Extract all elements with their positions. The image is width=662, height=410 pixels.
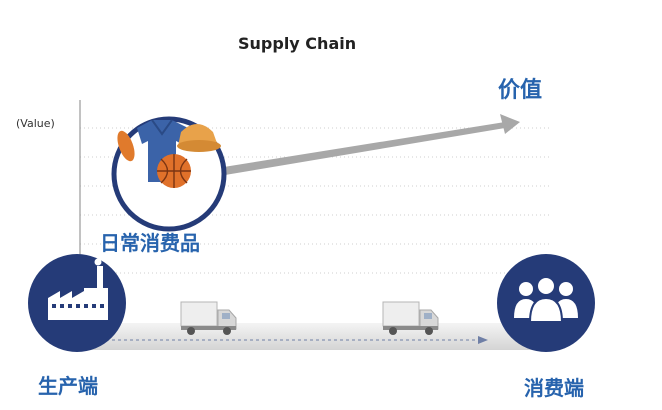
consumer-goods-label: 日常消费品 — [100, 231, 200, 255]
factory-icon — [48, 254, 108, 320]
value-label: 价值 — [498, 78, 543, 103]
factory-circle — [28, 254, 126, 352]
consumer-goods-icon — [117, 119, 221, 188]
people-icon — [514, 276, 578, 323]
road-arrowhead — [478, 336, 488, 344]
consumer-goods-circle — [111, 116, 227, 232]
y-axis-label: (Value) — [16, 117, 55, 130]
road-band — [80, 323, 550, 350]
consumer-circle — [497, 254, 595, 352]
diagram-title: Supply Chain — [238, 34, 357, 53]
consumer-label: 消费端 — [524, 376, 584, 400]
truck-icon — [180, 301, 237, 335]
value-arrow — [205, 114, 520, 178]
producer-label: 生产端 — [38, 374, 98, 398]
truck-icon — [382, 301, 439, 335]
